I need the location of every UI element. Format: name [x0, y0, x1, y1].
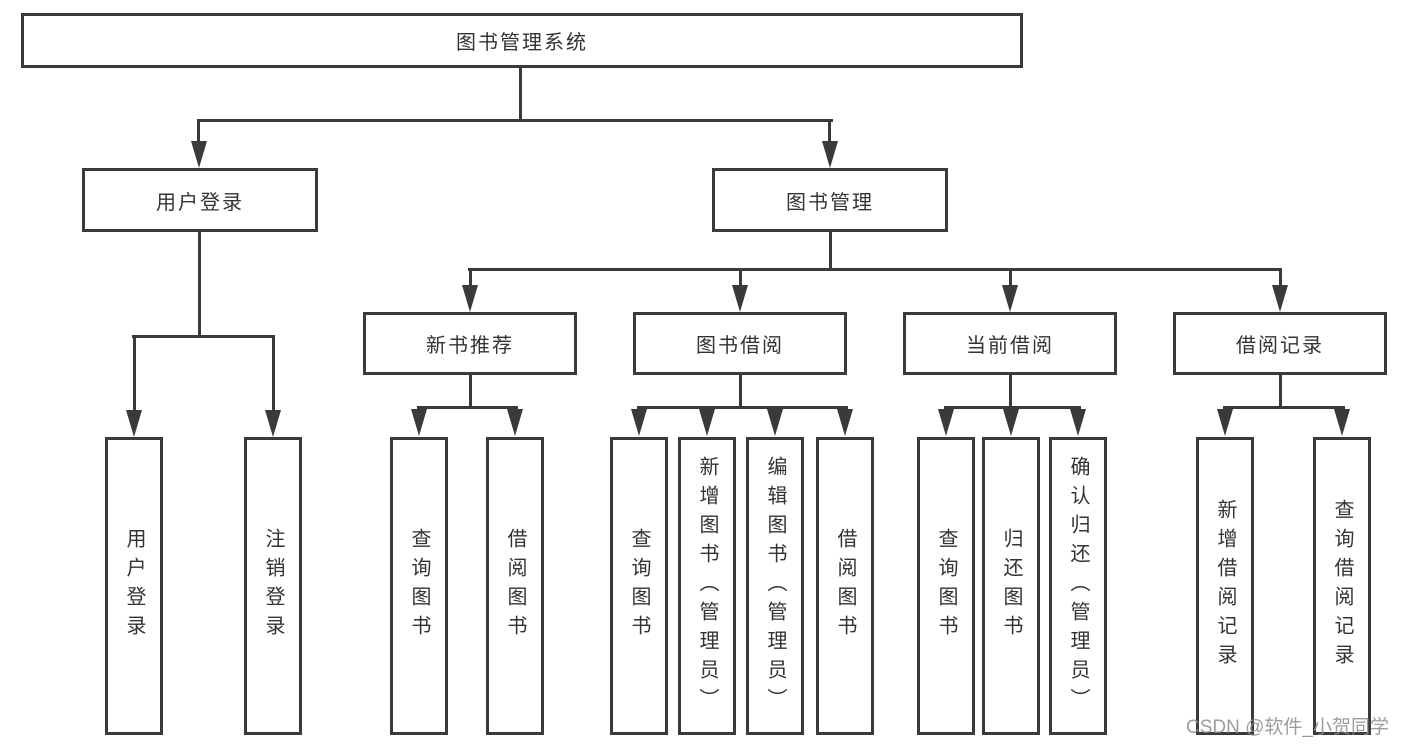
leaf-add-books-admin: 新增图书（管理员） [678, 437, 736, 735]
arrowhead [411, 409, 427, 436]
arrowhead [1003, 409, 1019, 436]
node-root-label: 图书管理系统 [456, 32, 588, 54]
node-current-borrowing: 当前借阅 [903, 312, 1117, 375]
node-user-login: 用户登录 [82, 168, 318, 232]
leaf-query-books-3-label: 查询图书 [935, 528, 957, 644]
connector-hline [637, 406, 848, 409]
csdn-watermark: CSDN @软件_小贺同学 [1186, 717, 1389, 738]
connector-vline [1009, 268, 1012, 288]
connector-hline [417, 406, 518, 409]
leaf-add-borrow-record: 新增借阅记录 [1196, 437, 1254, 735]
arrowhead [837, 409, 853, 436]
node-new-book-recommend-label: 新书推荐 [426, 335, 514, 357]
leaf-query-borrow-record-label: 查询借阅记录 [1331, 499, 1353, 673]
leaf-confirm-return-admin-label: 确认归还（管理员） [1067, 455, 1089, 717]
leaf-user-login: 用户登录 [105, 437, 163, 735]
leaf-add-books-admin-label: 新增图书（管理员） [696, 455, 718, 717]
leaf-edit-books-admin: 编辑图书（管理员） [746, 437, 804, 735]
leaf-add-borrow-record-label: 新增借阅记录 [1214, 499, 1236, 673]
leaf-query-borrow-record: 查询借阅记录 [1313, 437, 1371, 735]
leaf-confirm-return-admin: 确认归还（管理员） [1049, 437, 1107, 735]
connector-vline [198, 230, 201, 337]
connector-hline [468, 268, 1282, 271]
connector-vline [133, 335, 136, 411]
leaf-borrow-books-1-label: 借阅图书 [504, 528, 526, 644]
node-book-borrowing: 图书借阅 [633, 312, 847, 375]
leaf-logout: 注销登录 [244, 437, 302, 735]
connector-vline [1009, 373, 1012, 408]
leaf-query-books-2: 查询图书 [610, 437, 668, 735]
connector-vline [739, 268, 742, 288]
leaf-query-books-3: 查询图书 [917, 437, 975, 735]
arrowhead [265, 410, 281, 437]
connector-vline [1279, 268, 1282, 288]
connector-vline [469, 268, 472, 288]
connector-hline [1223, 406, 1345, 409]
node-book-management-label: 图书管理 [786, 191, 874, 214]
leaf-query-books-2-label: 查询图书 [628, 528, 650, 644]
node-user-login-label: 用户登录 [156, 191, 244, 214]
node-new-book-recommend: 新书推荐 [363, 312, 577, 375]
leaf-borrow-books-2-label: 借阅图书 [834, 528, 856, 644]
connector-vline [1279, 373, 1282, 408]
leaf-borrow-books-2: 借阅图书 [816, 437, 874, 735]
arrowhead [938, 409, 954, 436]
node-book-borrowing-label: 图书借阅 [696, 335, 784, 357]
connector-vline [469, 373, 472, 408]
connector-vline [829, 230, 832, 271]
arrowhead [191, 141, 207, 168]
arrowhead [767, 409, 783, 436]
leaf-return-books-label: 归还图书 [1000, 528, 1022, 644]
connector-vline [272, 335, 275, 411]
node-book-management: 图书管理 [712, 168, 948, 232]
arrowhead [631, 409, 647, 436]
connector-vline [739, 373, 742, 408]
connector-hline [197, 119, 833, 122]
node-current-borrowing-label: 当前借阅 [966, 335, 1054, 357]
connector-vline [197, 119, 200, 143]
leaf-edit-books-admin-label: 编辑图书（管理员） [764, 455, 786, 717]
connector-hline [132, 335, 275, 338]
arrowhead [699, 409, 715, 436]
leaf-return-books: 归还图书 [982, 437, 1040, 735]
arrowhead [462, 285, 478, 312]
connector-vline [828, 119, 831, 143]
arrowhead [507, 409, 523, 436]
arrowhead [1002, 285, 1018, 312]
leaf-query-books-1-label: 查询图书 [408, 528, 430, 644]
arrowhead [126, 410, 142, 437]
arrowhead [1334, 409, 1350, 436]
arrowhead [732, 285, 748, 312]
arrowhead [1217, 409, 1233, 436]
arrowhead [1070, 409, 1086, 436]
node-root: 图书管理系统 [21, 13, 1023, 68]
connector-vline [519, 66, 522, 121]
leaf-query-books-1: 查询图书 [390, 437, 448, 735]
connector-hline [944, 406, 1081, 409]
leaf-logout-label: 注销登录 [262, 528, 284, 644]
node-borrowing-records: 借阅记录 [1173, 312, 1387, 375]
leaf-borrow-books-1: 借阅图书 [486, 437, 544, 735]
arrowhead [822, 141, 838, 168]
arrowhead [1272, 285, 1288, 312]
leaf-user-login-label: 用户登录 [123, 528, 145, 644]
node-borrowing-records-label: 借阅记录 [1236, 335, 1324, 357]
